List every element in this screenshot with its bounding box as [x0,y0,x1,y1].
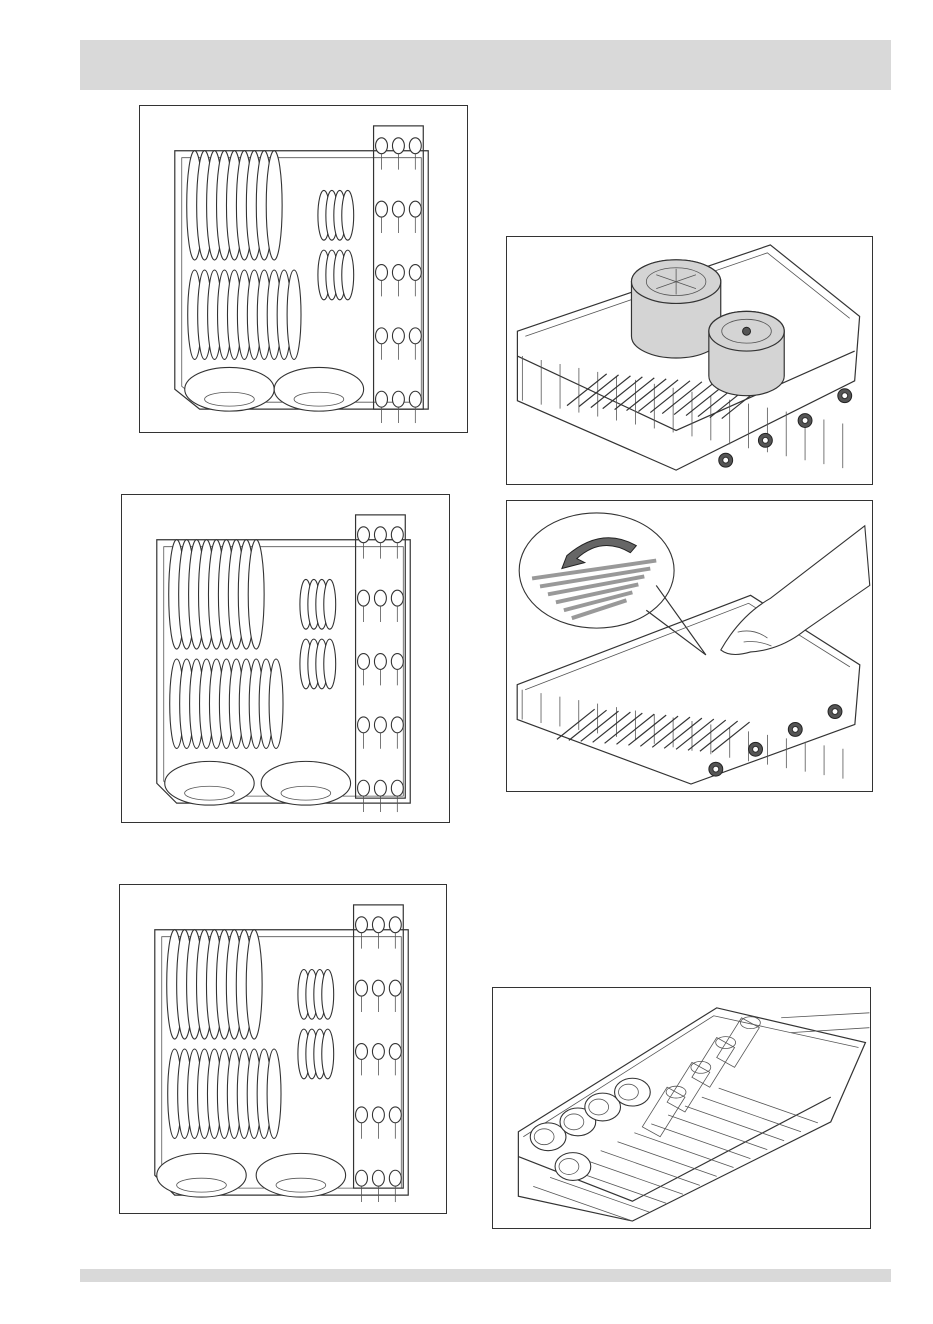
lower-rack-loading-large-plates-figure [121,494,450,823]
upper-rack-cups-figure [492,987,871,1229]
lower-rack-pots-figure [506,236,873,485]
folding-tines-hand-icon [507,501,872,791]
lower-rack-loading-large-plates-icon [122,495,449,822]
header-band [80,40,891,90]
lower-rack-loading-mixed-figure [119,884,447,1214]
lower-rack-pots-perspective-icon [507,237,872,484]
folding-tines-figure [506,500,873,792]
lower-rack-loading-plates-figure [139,105,468,433]
lower-rack-loading-plates-icon [140,106,467,432]
upper-rack-cups-glasses-icon [493,988,870,1228]
lower-rack-loading-mixed-icon [120,885,446,1213]
footer-band [80,1269,891,1282]
